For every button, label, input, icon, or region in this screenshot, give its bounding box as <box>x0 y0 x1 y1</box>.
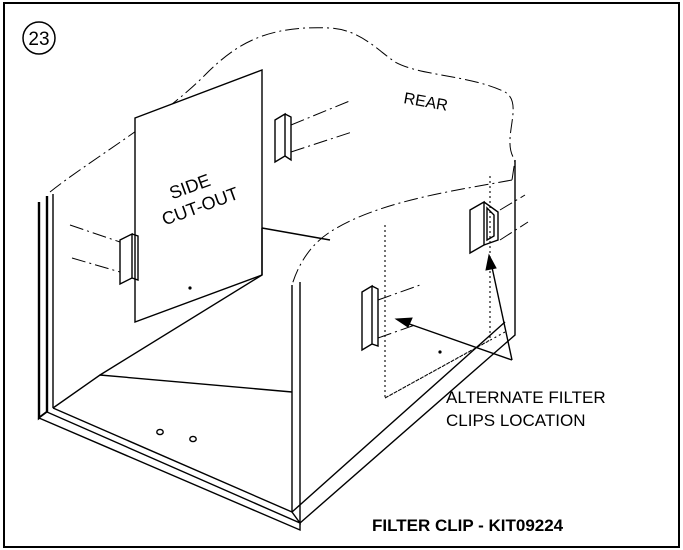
callout-label-line1: ALTERNATE FILTER <box>446 388 606 407</box>
front-base-panel <box>37 411 301 532</box>
figure-caption: FILTER CLIP - KIT09224 <box>372 516 564 535</box>
figure-number-badge: 23 <box>22 21 56 55</box>
base-top-edge <box>52 407 293 513</box>
inner-floor-back-edge <box>261 227 331 241</box>
filter-clip-right <box>469 194 529 255</box>
figure-number-circle <box>22 21 56 55</box>
right-front-panel <box>291 282 301 526</box>
filter-clip-left <box>69 224 139 286</box>
diagram-border <box>3 2 680 548</box>
panel-dot <box>438 350 442 354</box>
callout-arrow-left <box>394 317 513 361</box>
screw-dot <box>188 286 192 290</box>
rear-label: REAR <box>402 90 449 114</box>
right-panel-inner-edge <box>291 321 506 513</box>
floor-left-edge <box>52 374 293 409</box>
filter-clip-rear <box>274 99 353 164</box>
left-panel-front-edge <box>37 196 49 421</box>
figure-number: 23 <box>28 29 49 50</box>
cabinet-illustration: SIDE CUT-OUT <box>37 27 529 532</box>
floor-inner-line <box>99 274 263 376</box>
cutaway-side-edge <box>291 179 513 286</box>
base-hole-2 <box>189 435 197 443</box>
right-panel-bottom-edge <box>299 160 516 524</box>
filter-clip-front <box>361 284 421 352</box>
callout-arrow-right <box>485 253 513 361</box>
base-hole-1 <box>156 428 164 436</box>
callout-label-line2: CLIPS LOCATION <box>446 411 586 430</box>
